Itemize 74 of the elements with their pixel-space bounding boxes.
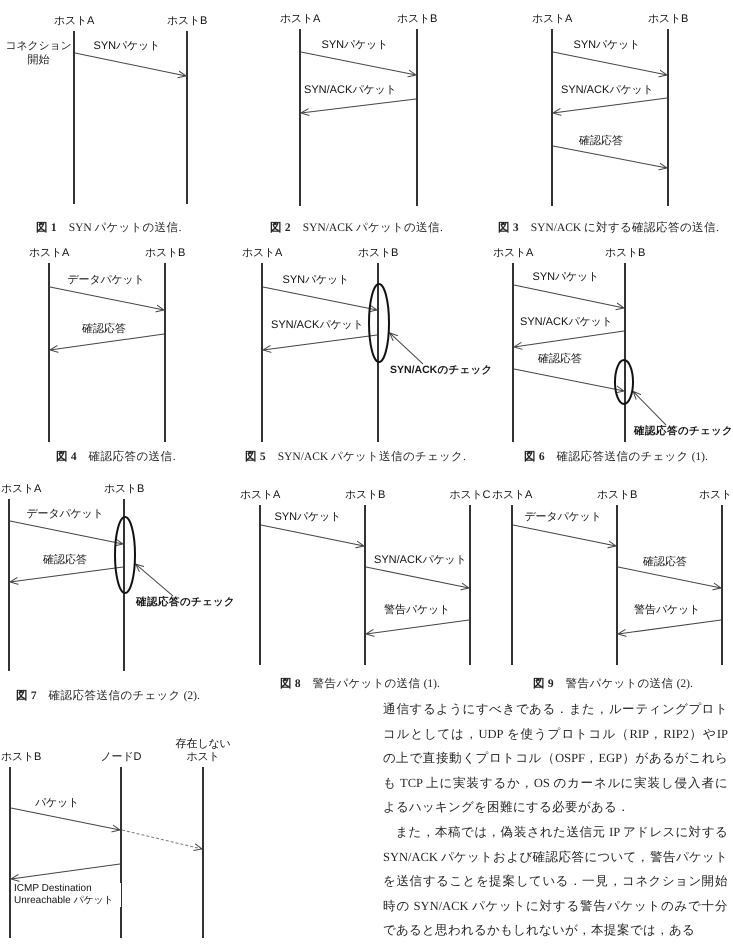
host-label: ホストA [493,246,534,260]
leader-arrow [632,390,666,426]
message-arrow [514,330,624,350]
figure-caption: 図 3 SYN/ACK に対する確認応答の送信. [498,222,719,236]
host-label: ホストA [1,482,42,496]
host-label: ホストB [605,246,646,260]
host-label: ホストB [167,14,208,28]
edge-label: 確認応答 [42,554,88,567]
host-label: ホストA [532,12,572,26]
highlight-ellipse [614,359,634,405]
figure-caption: 図 6 確認応答送信のチェック (1). [524,451,708,465]
annotation-text: コネクション開始 [5,39,72,68]
host-label: ホストB [597,488,638,502]
message-arrow [366,566,470,590]
body-paragraph: また，本稿では，偽装された送信元 IP アドレスに対するSYN/ACK パケットおよび確認応答について，警告パケットを送信することを提案している．一見，コネクション開始時の SYN/ACK パケットに対する警告パケットのみで十分であると思われるかもしれないが，本提案では，ある [383,824,728,940]
message-arrow [262,334,378,353]
edge-label: 確認応答 [578,134,624,148]
host-label: ホストC [450,488,490,502]
figure-caption: 図 2 SYN/ACK パケットの送信. [270,222,443,236]
callout-text: 確認応答のチェック [136,596,235,610]
highlight-ellipse [368,283,390,363]
body-paragraph: 通信するようにすべきである．また，ルーティングプロトコルとしては，UDP を使うプロトコル（RIP，RIP2）やIP の上で直接動くプロトコル（OSPF，EGP）があるがこれらも TCP 上に実装するか，OS のカーネルに実装し侵入者によるハッキングを困難にする必要がある． [383,701,728,816]
host-label: ホストB [397,12,438,26]
callout-text: SYN/ACKのチェック [390,364,492,378]
edge-label: 確認応答 [537,352,583,366]
host-label: ホストA [492,488,532,502]
message-arrow [10,808,120,832]
message-arrow [514,368,624,394]
message-arrow [300,98,416,116]
host-label: ホストB [358,246,398,260]
host-label: ホストA [29,246,70,260]
message-arrow [260,524,364,548]
callout-text: 確認応答のチェック [634,425,733,438]
figure-caption: 図 7 確認応答送信のチェック (2). [16,690,200,704]
figure-caption: 図 8 警告パケットの送信 (1). [280,678,440,692]
leader-arrow [389,332,424,364]
message-arrow [10,566,124,585]
host-label: ホストB [1,750,42,764]
edge-label: 確認応答 [81,322,127,336]
message-arrow [50,334,164,353]
message-arrow [618,566,722,590]
figure-caption: 図 5 SYN/ACK パケット送信のチェック. [245,451,466,465]
host-label: ホストB [145,246,186,260]
host-label: 存在しないホスト [174,738,232,764]
leader-arrow [135,564,174,596]
host-label: ホストB [648,12,688,26]
message-arrow [514,284,624,310]
message-arrow [122,830,202,852]
edge-label: 確認応答 [642,556,688,569]
figure-caption: 図 9 警告パケットの送信 (2). [533,678,693,692]
message-arrow [10,520,124,546]
figure-caption: 図 4 確認応答の送信. [56,451,176,465]
message-arrow [552,146,668,170]
message-arrow [10,864,120,882]
host-label: ノードD [100,750,142,764]
host-label: ホストA [54,14,94,28]
message-arrow [74,52,186,78]
host-label: ホストA [280,12,320,26]
message-arrow [300,52,416,78]
edge-label: ICMP Destination Unreachable パケット [13,883,121,907]
message-arrow [552,98,668,116]
host-label: ホストB [345,488,386,502]
message-arrow [512,524,616,548]
host-label: ホストB [104,482,144,496]
host-label: ホストA [240,488,280,502]
message-arrow [366,620,470,637]
message-arrow [262,286,378,312]
message-arrow [552,52,668,78]
host-label: ホストA [242,246,282,260]
message-arrow [50,286,164,312]
figure-caption: 図 1 SYN パケットの送信. [36,222,182,236]
highlight-ellipse [114,516,136,594]
host-label: ホスト [699,488,732,502]
message-arrow [618,620,722,637]
